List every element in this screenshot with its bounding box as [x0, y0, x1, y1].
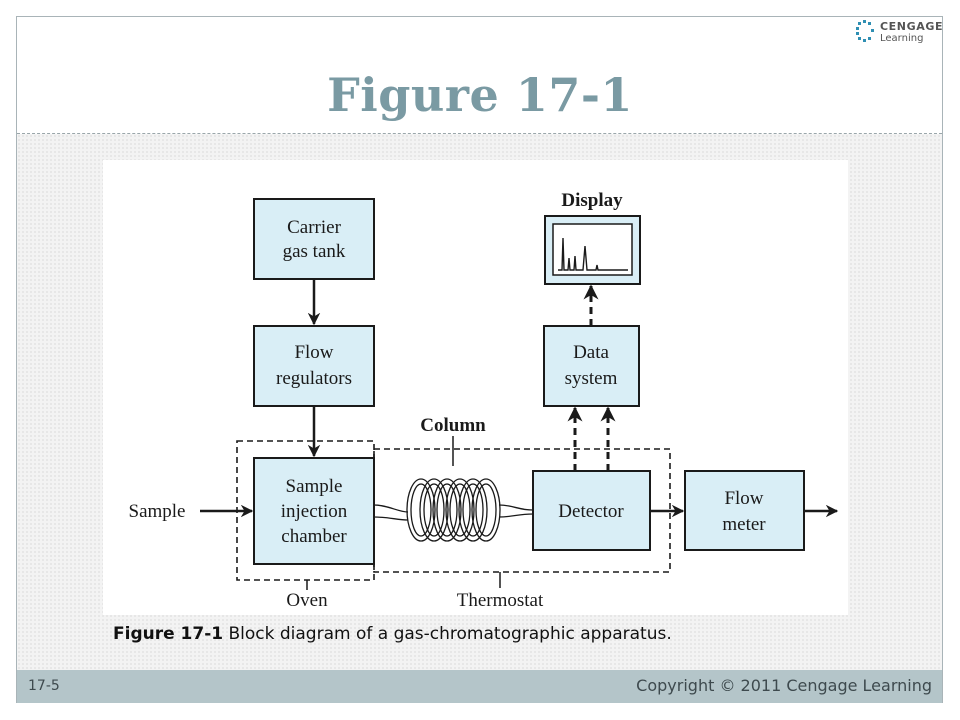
data-system-box [543, 325, 640, 407]
oven-label: Oven [286, 590, 328, 611]
figure-caption: Figure 17-1 Block diagram of a gas-chrom… [113, 624, 672, 644]
logo-sub-text: Learning [880, 33, 924, 44]
carrier-gas-tank-box [253, 198, 375, 280]
cengage-logo-icon [856, 20, 874, 42]
column-coil-icon [373, 478, 534, 542]
injection-label-3: chamber [281, 526, 347, 547]
injection-label-2: injection [281, 501, 348, 522]
title-divider [17, 133, 942, 134]
detector-label: Detector [558, 501, 624, 522]
injection-label-1: Sample [286, 476, 343, 497]
thermostat-label: Thermostat [457, 590, 544, 611]
flow-regulators-label-2: regulators [276, 368, 352, 389]
figure-panel: Carrier gas tank Flow regulators Sample … [103, 160, 848, 615]
column-label: Column [420, 415, 486, 436]
logo-brand-text: CENGAGE [880, 20, 944, 33]
flow-meter-label-2: meter [722, 514, 766, 535]
footer-bar [17, 670, 942, 703]
display-label: Display [561, 190, 623, 211]
slide-title: Figure 17-1 [327, 68, 633, 122]
gc-block-diagram: Carrier gas tank Flow regulators Sample … [129, 190, 839, 611]
copyright-notice: Copyright © 2011 Cengage Learning [636, 676, 932, 695]
flow-regulators-box [253, 325, 375, 407]
carrier-label-2: gas tank [283, 241, 346, 262]
data-system-label-2: system [565, 368, 618, 389]
flow-meter-label-1: Flow [724, 488, 763, 509]
sample-input-label: Sample [129, 501, 186, 522]
caption-text: Block diagram of a gas-chromatographic a… [223, 624, 672, 644]
carrier-label-1: Carrier [287, 217, 341, 238]
data-system-label-1: Data [573, 342, 609, 363]
page-number: 17-5 [28, 678, 60, 694]
caption-figure-number: Figure 17-1 [113, 624, 224, 644]
sample-injection-chamber-box [253, 457, 375, 565]
title-band [17, 17, 942, 134]
flow-regulators-label-1: Flow [294, 342, 333, 363]
flow-meter-box [684, 470, 805, 551]
display-monitor-icon [544, 215, 641, 285]
